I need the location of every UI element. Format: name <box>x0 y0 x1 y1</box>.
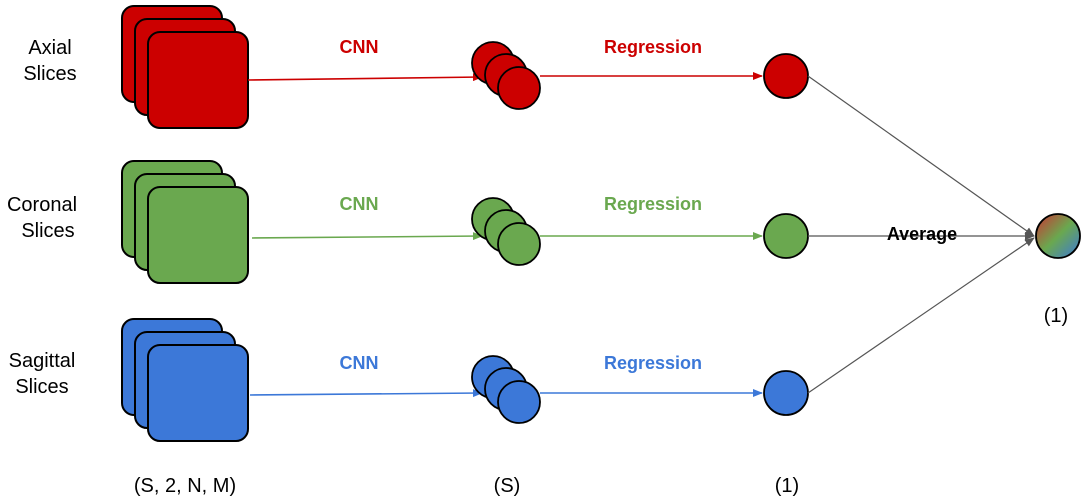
row-sagittal: Sagittal Slices CNN Regression <box>9 318 809 442</box>
average-output <box>1035 213 1081 259</box>
average-output-dim: (1) <box>1044 305 1068 327</box>
coronal-cnn-arrow <box>251 232 483 241</box>
coronal-feature-front <box>497 222 541 266</box>
axial-regression-label: Regression <box>604 37 702 57</box>
regression-dim-label: (1) <box>775 475 799 497</box>
axial-feature-front <box>497 66 541 110</box>
coronal-slice-stack <box>121 160 249 284</box>
sagittal-feature-front <box>497 380 541 424</box>
coronal-label-line1: Coronal <box>7 194 77 216</box>
dimension-labels: (S, 2, N, M) (S) (1) <box>134 475 799 497</box>
sagittal-label-line1: Sagittal <box>9 350 76 372</box>
average-section: Average (1) <box>807 75 1081 394</box>
coronal-cnn-label: CNN <box>340 194 379 214</box>
coronal-slice-front <box>147 186 249 284</box>
sagittal-label-line2: Slices <box>15 376 68 398</box>
axial-regression-output <box>763 53 809 99</box>
row-axial: Axial Slices CNN Regression <box>23 5 809 129</box>
axial-to-average-line <box>807 75 1035 237</box>
sagittal-cnn-arrow <box>249 389 483 398</box>
feature-dim-label: (S) <box>494 475 521 497</box>
axial-slice-front <box>147 31 249 129</box>
sagittal-regression-output <box>763 370 809 416</box>
sagittal-to-average-line <box>807 237 1035 394</box>
axial-feature-stack <box>471 41 541 110</box>
axial-cnn-label: CNN <box>340 37 379 57</box>
axial-label-line2: Slices <box>23 63 76 85</box>
coronal-regression-output <box>763 213 809 259</box>
sagittal-slice-front <box>147 344 249 442</box>
sagittal-cnn-label: CNN <box>340 353 379 373</box>
row-coronal: Coronal Slices CNN Regression <box>7 160 809 284</box>
sagittal-feature-stack <box>471 355 541 424</box>
coronal-label-line2: Slices <box>21 220 74 242</box>
average-label: Average <box>887 224 957 244</box>
sagittal-regression-label: Regression <box>604 353 702 373</box>
axial-label-line1: Axial <box>28 37 71 59</box>
input-dim-label: (S, 2, N, M) <box>134 475 236 497</box>
axial-cnn-arrow <box>247 73 483 82</box>
coronal-regression-label: Regression <box>604 194 702 214</box>
axial-slice-stack <box>121 5 249 129</box>
coronal-feature-stack <box>471 197 541 266</box>
sagittal-slice-stack <box>121 318 249 442</box>
